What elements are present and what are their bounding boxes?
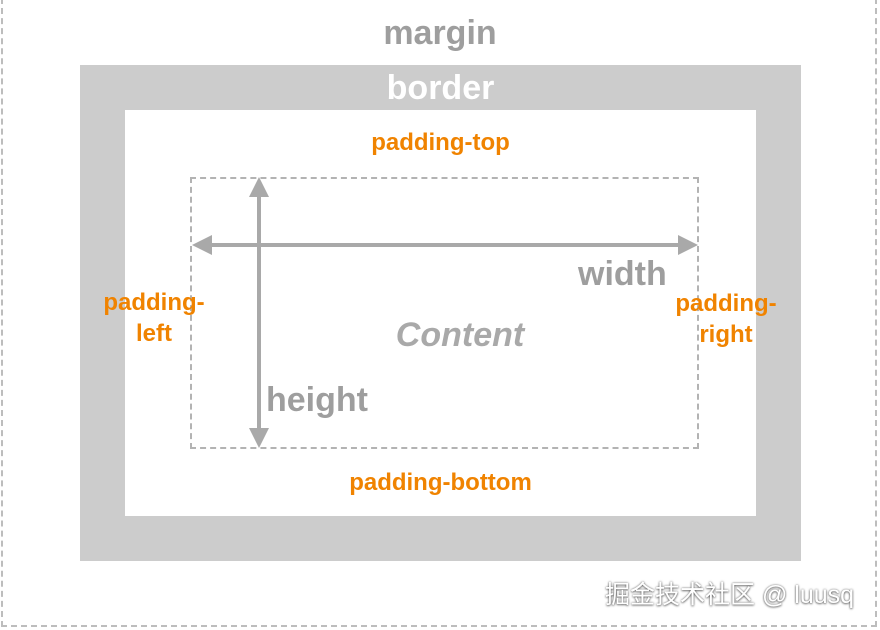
padding-right-label: padding- right (668, 288, 784, 350)
padding-bottom-label: padding-bottom (349, 469, 532, 496)
width-arrow-right-head (678, 235, 698, 255)
padding-left-label: padding- left (96, 287, 212, 349)
margin-label: margin (383, 14, 497, 52)
width-arrow-left-head (192, 235, 212, 255)
padding-left-label-line2: left (136, 320, 172, 347)
padding-right-label-line2: right (699, 321, 753, 348)
padding-left-label-line1: padding- (103, 289, 205, 316)
padding-right-label-line1: padding- (675, 290, 777, 317)
border-label: border (386, 69, 495, 107)
width-label: width (578, 255, 667, 293)
height-arrow-bottom-head (249, 428, 269, 448)
content-area-outline (190, 177, 699, 449)
content-label: Content (395, 316, 525, 354)
padding-top-label: padding-top (371, 129, 510, 156)
height-label: height (266, 381, 368, 419)
site-watermark: 掘金技术社区 @ luusq (605, 581, 855, 609)
height-arrow-top-head (249, 177, 269, 197)
